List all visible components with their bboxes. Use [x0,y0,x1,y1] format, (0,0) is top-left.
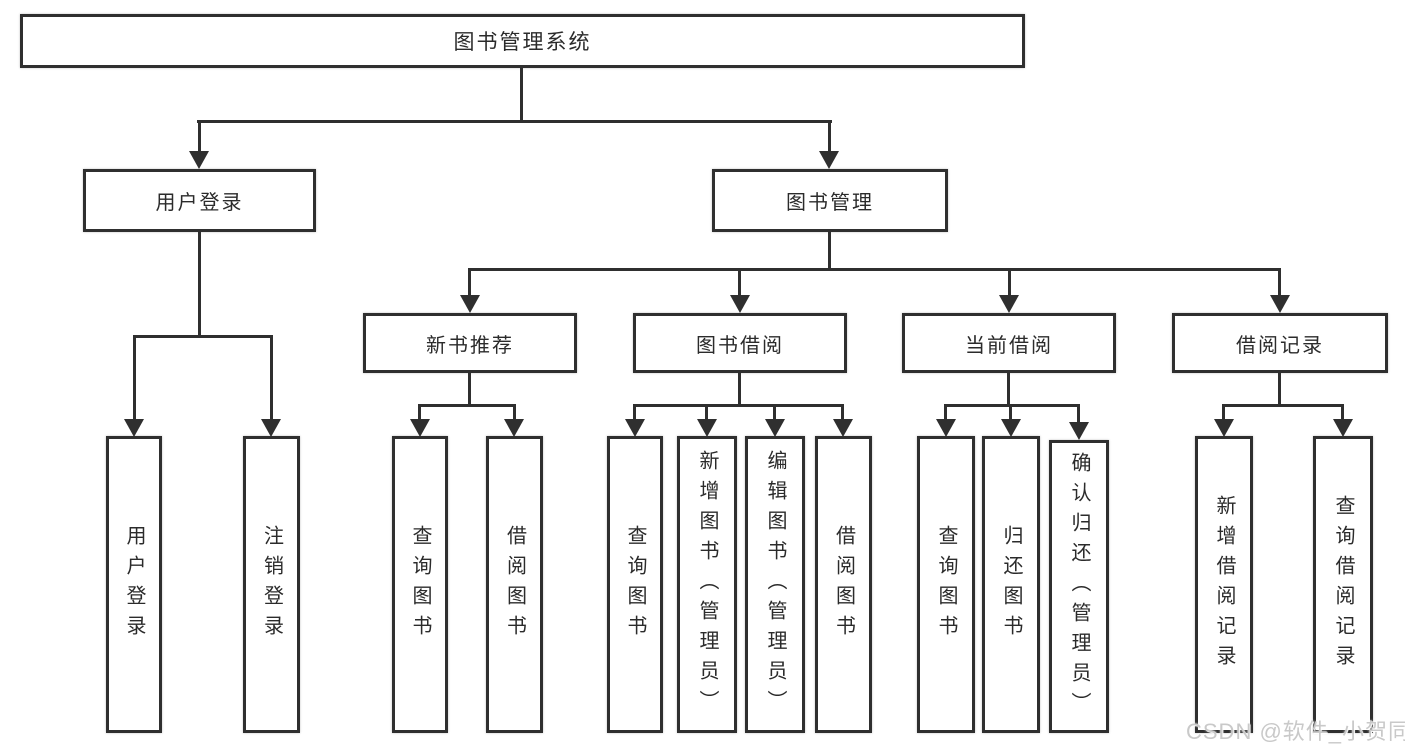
connector-drop [633,404,636,420]
leaf-add-borrow-record: 新增借阅记录 [1195,436,1253,733]
connector-drop [841,404,844,420]
connector-drop [468,268,471,296]
connector-drop [1341,404,1344,420]
node-current-borrow: 当前借阅 [902,313,1116,373]
leaf-confirm-return-admin: 确认归还（管理员） [1049,440,1109,733]
leaf-query-borrow-record: 查询借阅记录 [1313,436,1373,733]
connector-drop [1009,404,1012,420]
arrowhead-icon [1069,422,1089,440]
connector-new-book-bar [419,404,516,407]
arrowhead-icon [189,151,209,169]
connector-drop [705,404,708,420]
connector-drop [738,268,741,296]
node-user-login: 用户登录 [83,169,316,232]
leaf-query-books: 查询图书 [607,436,663,733]
connector-level2-bar [197,120,832,123]
connector-new-book-stem [468,373,471,407]
arrowhead-icon [936,419,956,437]
connector-drop [270,335,273,419]
node-book-borrow: 图书借阅 [633,313,847,373]
leaf-edit-books-admin: 编辑图书（管理员） [745,436,805,733]
leaf-user-login: 用户登录 [106,436,162,733]
arrowhead-icon [261,419,281,437]
connector-book-borrow-stem [738,373,741,407]
connector-borrow-records-bar [1223,404,1343,407]
connector-drop [1077,404,1080,423]
connector-drop [133,335,136,419]
arrowhead-icon [625,419,645,437]
connector-root-stem [520,68,523,123]
leaf-query-books: 查询图书 [392,436,448,733]
arrowhead-icon [1001,419,1021,437]
connector-book-management-stem [828,232,831,270]
csdn-watermark: CSDN @软件_小贺同学 [1186,719,1405,744]
arrowhead-icon [1270,295,1290,313]
connector-drop [1222,404,1225,420]
connector-drop [418,404,421,420]
leaf-logout: 注销登录 [243,436,300,733]
connector-drop [773,404,776,420]
node-borrow-records: 借阅记录 [1172,313,1388,373]
arrowhead-icon [730,295,750,313]
connector-drop [1008,268,1011,296]
connector-user-login-stem [198,232,201,338]
node-root: 图书管理系统 [20,14,1025,68]
connector-drop [1278,268,1281,296]
connector-current-borrow-bar [945,404,1079,407]
connector-drop [513,404,516,420]
arrowhead-icon [999,295,1019,313]
arrowhead-icon [765,419,785,437]
connector-current-borrow-stem [1007,373,1010,407]
arrowhead-icon [504,419,524,437]
connector-drop-user-login [198,120,201,152]
arrowhead-icon [1214,419,1234,437]
connector-user-login-bar [133,335,273,338]
connector-drop-book-management [828,120,831,152]
connector-book-borrow-bar [634,404,843,407]
arrowhead-icon [697,419,717,437]
leaf-query-books: 查询图书 [917,436,975,733]
arrowhead-icon [819,151,839,169]
connector-drop [944,404,947,420]
leaf-borrow-books: 借阅图书 [815,436,872,733]
leaf-return-books: 归还图书 [982,436,1040,733]
connector-borrow-records-stem [1278,373,1281,407]
arrowhead-icon [833,419,853,437]
node-new-book-recommend: 新书推荐 [363,313,577,373]
leaf-add-books-admin: 新增图书（管理员） [677,436,737,733]
arrowhead-icon [1333,419,1353,437]
arrowhead-icon [124,419,144,437]
arrowhead-icon [410,419,430,437]
connector-level3-bar [468,268,1281,271]
leaf-borrow-books: 借阅图书 [486,436,543,733]
node-book-management: 图书管理 [712,169,948,232]
arrowhead-icon [460,295,480,313]
